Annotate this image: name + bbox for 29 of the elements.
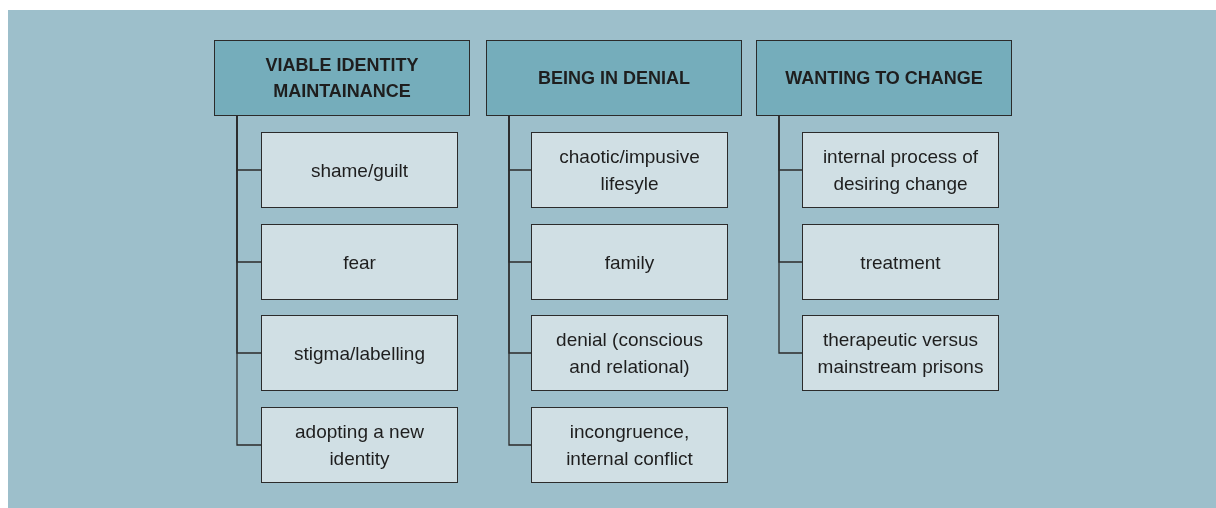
subtheme-box <box>261 315 458 391</box>
subtheme-box <box>802 132 999 208</box>
category-header-box <box>486 40 742 116</box>
subtheme-box <box>261 224 458 300</box>
box-label: denial (conscious and relational) <box>555 328 704 379</box>
box-label: VIABLE IDENTITY MAINTAINANCE <box>264 54 420 103</box>
subtheme-box <box>261 407 458 483</box>
category-header-box <box>214 40 470 116</box>
subtheme-box <box>261 132 458 208</box>
box-label: chaotic/impusive lifesyle <box>558 145 701 196</box>
subtheme-box <box>531 315 728 391</box>
box-label: WANTING TO CHANGE <box>785 67 983 90</box>
box-label: shame/guilt <box>310 158 409 183</box>
subtheme-box <box>531 407 728 483</box>
subtheme-box <box>802 224 999 300</box>
subtheme-box <box>802 315 999 391</box>
box-label: treatment <box>860 250 941 275</box>
subtheme-box <box>531 224 728 300</box>
subtheme-box <box>531 132 728 208</box>
box-label: internal process of desiring change <box>821 145 980 196</box>
box-label: therapeutic versus mainstream prisons <box>816 328 985 379</box>
box-label: fear <box>343 250 376 275</box>
box-label: BEING IN DENIAL <box>538 67 690 90</box>
connector-line <box>778 115 803 354</box>
box-label: stigma/labelling <box>294 341 425 366</box>
box-label: family <box>604 250 655 275</box>
box-label: incongruence, internal conflict <box>565 420 694 471</box>
category-header-box <box>756 40 1012 116</box>
box-label: adopting a new identity <box>294 420 425 471</box>
